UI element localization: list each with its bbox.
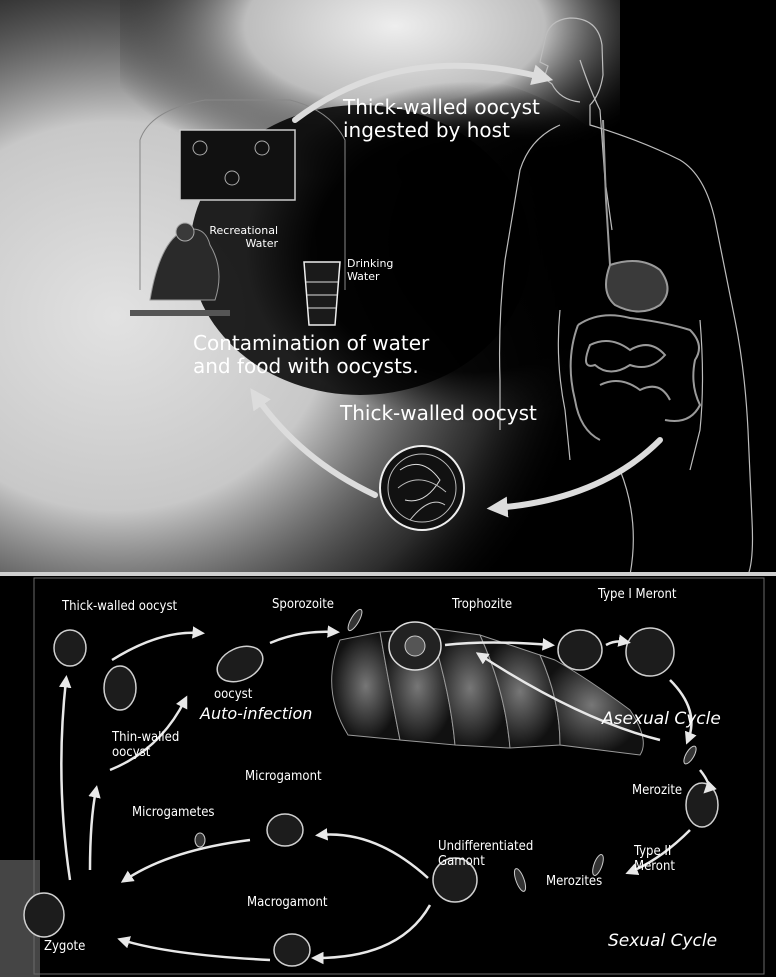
food-tray: [180, 130, 295, 200]
label-undifferentiated-gamont: Undifferentiated Gamont: [438, 840, 533, 870]
label-auto-infection: Auto-infection: [200, 705, 312, 723]
label-merozite: Merozite: [632, 784, 682, 799]
label-oocyst: oocyst: [214, 688, 252, 703]
label-merozites: Merozites: [546, 875, 602, 890]
label-trophozite: Trophozite: [452, 598, 512, 613]
label-microgamont: Microgamont: [245, 770, 322, 785]
thick-walled-oocyst-label: Thick-walled oocyst: [340, 402, 537, 425]
label-thin-walled-oocyst: Thin-walled oocyst: [112, 731, 179, 761]
label-sexual-cycle: Sexual Cycle: [608, 932, 717, 952]
label-macrogamont: Macrogamont: [247, 896, 328, 911]
panel-divider: [0, 572, 776, 576]
ingested-label: Thick-walled oocyst ingested by host: [343, 96, 540, 142]
label-type-ii-meront: Type II Meront: [634, 845, 675, 875]
thick-walled-oocyst-graphic: [380, 446, 464, 530]
contamination-label: Contamination of water and food with ooc…: [193, 332, 429, 378]
label-asexual-cycle: Asexual Cycle: [602, 710, 721, 730]
label-sporozoite: Sporozoite: [272, 598, 334, 613]
label-zygote: Zygote: [44, 940, 85, 955]
recreational-water-label: Recreational Water: [208, 225, 278, 250]
label-thick-walled-oocyst: Thick-walled oocyst: [62, 600, 177, 615]
label-type-i-meront: Type I Meront: [598, 588, 677, 603]
label-microgametes: Microgametes: [132, 806, 215, 821]
drinking-glass: [304, 262, 340, 325]
drinking-water-label: Drinking Water: [347, 258, 393, 283]
